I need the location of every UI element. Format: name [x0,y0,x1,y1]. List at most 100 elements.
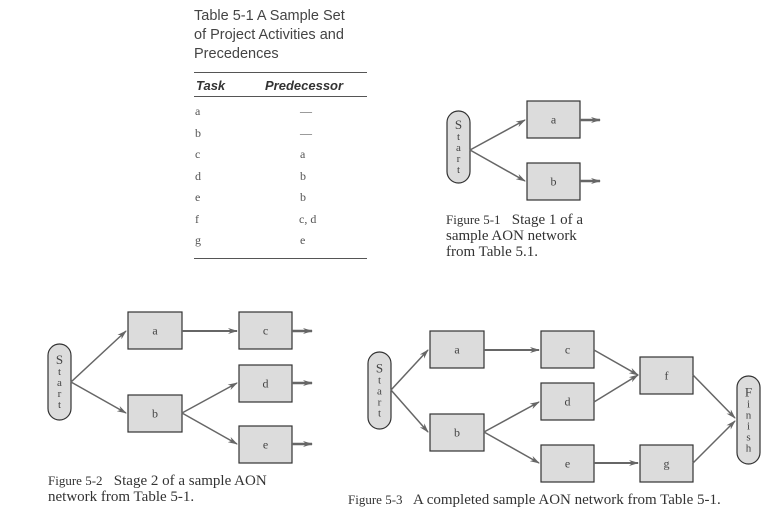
caption-text: Stage 1 of a [511,212,584,228]
fig3-arrow-d-f [593,374,639,403]
fig1-arrow-start-b [469,149,526,182]
table-bottom-rule [194,258,367,259]
fig3-node-d: d [540,382,595,421]
caption-number: Figure 5-3 [348,492,403,507]
fig3-node-e: e [540,444,595,483]
fig2-start-node-letter: t [58,399,61,411]
caption-text: Stage 2 of a sample AON [113,473,267,489]
table-title-line: Precedences [194,46,279,62]
fig2-start-node-letter: r [58,388,62,400]
fig2-node-a: a [127,311,183,350]
table-header-predecessor: Predecessor [265,78,344,93]
table-cell-task: f [195,211,199,226]
fig3-finish-node-letter: h [746,443,752,455]
fig3-arrow-start-b [390,389,429,433]
figure-5-3-caption: Figure 5-3 A completed sample AON networ… [348,492,721,508]
fig1-start-node-letter: r [457,153,461,165]
fig2-node-a-label: a [152,324,158,338]
fig1-node-a: a [526,100,581,139]
fig2-arrow-start-a [70,330,127,383]
fig2-node-e-label: e [263,438,268,452]
table-cell-task: a [195,104,201,118]
fig3-arrow-g-finish [692,420,736,464]
caption-text: sample AON network [446,228,577,244]
caption-text: A completed sample AON network from Tabl… [412,492,721,508]
fig2-node-c: c [238,311,293,350]
fig3-start-node-letter: t [378,375,381,387]
fig1-start-node-letter: t [457,131,460,143]
fig3-finish-node-letter: s [746,432,750,444]
fig3-node-a-label: a [454,343,460,357]
fig1-start-node-letter: a [456,142,461,154]
fig2-arrow-b-e [181,412,238,445]
table-cell-predecessor: — [300,104,312,118]
table-cell-task: e [195,190,201,204]
table-cell-predecessor: a [300,147,306,161]
fig3-arrow-start-a [390,349,429,391]
fig3-arrow-b-e [483,431,540,464]
fig3-arrow-f-finish [692,374,736,419]
fig1-node-b-label: b [551,175,557,189]
fig2-start-node-letter: S [56,352,63,367]
table-cell-task: b [195,125,201,140]
fig2-node-b: b [127,394,183,433]
fig2-start-node-letter: a [57,377,62,389]
fig2-start-node-letter: t [58,366,61,378]
fig3-node-b-label: b [454,426,460,440]
table-cell-predecessor: c, d [299,211,317,226]
fig3-arrow-c-f [593,349,639,376]
fig3-node-c: c [540,330,595,369]
table-title: Table 5-1 A Sample Set of Project Activi… [194,7,384,64]
table-cell-task: c [195,147,201,161]
fig3-node-b: b [429,413,485,452]
fig1-arrow-start-a [469,119,526,151]
fig3-finish-node-letter: n [746,410,752,422]
fig3-node-f-label: f [665,369,669,383]
fig2-arrow-b-d [181,382,238,414]
table-cell-predecessor: e [300,233,306,247]
fig3-start-node-letter: a [377,386,382,398]
fig1-node-a-label: a [551,113,557,127]
table-top-rule [194,72,367,73]
table-header-task: Task [196,78,226,93]
fig2-arrow-start-b [70,381,127,414]
fig3-start-node-letter: r [378,397,382,409]
fig3-node-d-label: d [565,395,571,409]
fig1-start-node-letter: S [455,117,462,132]
fig3-finish-node-letter: i [747,399,750,411]
fig3-arrow-b-d [483,401,540,433]
fig2-node-b-label: b [152,407,158,421]
caption-text: from Table 5.1. [446,244,538,260]
fig2-node-d: d [238,364,293,403]
figure-5-1-caption: Figure 5-1 Stage 1 of a sample AON netwo… [446,212,583,260]
fig3-start-node-letter: t [378,408,381,420]
caption-text: network from Table 5-1. [48,489,195,505]
table-title-line: of Project Activities and [194,27,344,43]
fig2-node-c-label: c [263,324,268,338]
fig2-node-d-label: d [263,377,269,391]
fig1-start-node-letter: t [457,164,460,176]
caption-number: Figure 5-1 [446,212,501,227]
fig3-finish-node-letter: F [745,385,752,400]
table-title-line: Table 5-1 A Sample Set [194,8,345,24]
fig3-finish-node-letter: i [747,421,750,433]
table-cell-predecessor: b [300,190,306,204]
fig3-node-e-label: e [565,457,570,471]
table-cell-predecessor: b [300,168,306,183]
fig2-node-e: e [238,425,293,464]
fig3-node-g: g [639,444,694,483]
fig3-node-g-label: g [664,457,670,471]
fig3-node-c-label: c [565,343,570,357]
fig3-start-node-letter: S [376,361,383,376]
figure-5-2-caption: Figure 5-2 Stage 2 of a sample AON netwo… [48,473,267,505]
caption-number: Figure 5-2 [48,473,103,488]
fig1-node-b: b [526,162,581,201]
fig3-node-a: a [429,330,485,369]
table-cell-predecessor: — [300,125,312,140]
fig3-node-f: f [639,356,694,395]
